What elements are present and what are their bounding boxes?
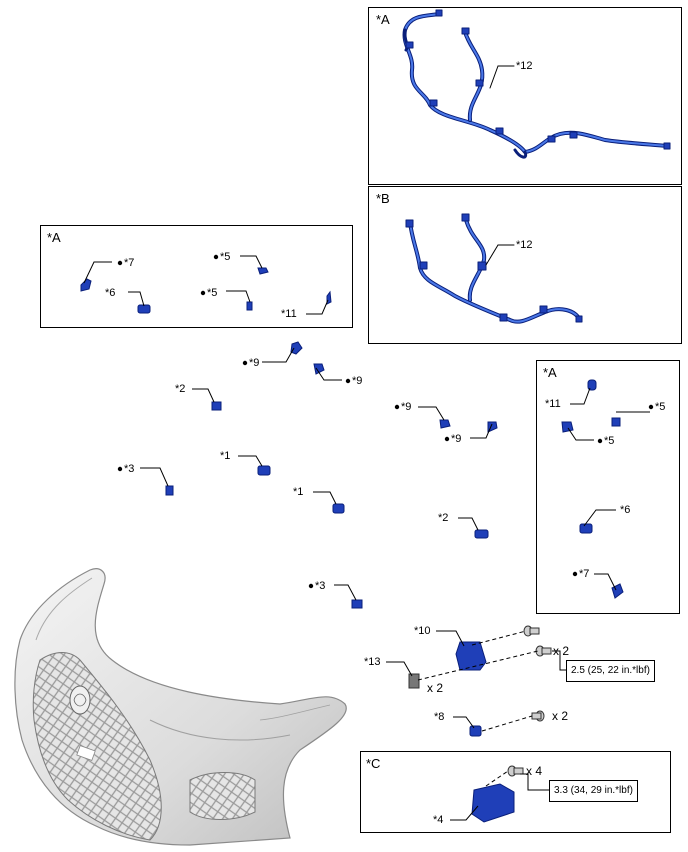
wire-harness-b: [405, 213, 583, 324]
part-label-3-a: *3: [124, 463, 135, 475]
part-label-12-top: *12: [516, 60, 533, 72]
part-label-5-left-a: *5: [220, 251, 231, 263]
torque-spec-2: 3.3 (34, 29 in.*lbf): [549, 780, 638, 802]
part-label-9-d: *9: [451, 433, 462, 445]
quantity-bolt-4: x 4: [526, 764, 543, 778]
part-label-2-a: *2: [175, 383, 186, 395]
part-label-5-right-b: *5: [604, 435, 615, 447]
part-label-7-right: *7: [579, 568, 590, 580]
box-a-left-label: *A: [47, 230, 61, 245]
box-a-top: [368, 7, 682, 185]
part-label-9-a: *9: [249, 357, 260, 369]
part-label-5-right-a: *5: [655, 401, 666, 413]
part-label-13: *13: [364, 656, 381, 668]
part-label-3-b: *3: [315, 580, 326, 592]
part-label-4: *4: [433, 814, 444, 826]
part-label-5-left-b: *5: [207, 287, 218, 299]
part-label-6-left: *6: [105, 287, 116, 299]
part-label-9-b: *9: [352, 375, 363, 387]
leader-lines: [83, 255, 650, 821]
part-label-11-left: *11: [281, 308, 297, 320]
part-label-2-b: *2: [438, 512, 449, 524]
box-c-label: *C: [366, 756, 381, 771]
box-a-right-label: *A: [543, 365, 557, 380]
part-label-12-mid: *12: [516, 239, 533, 251]
box-b-label: *B: [376, 191, 390, 206]
box-a-left: [40, 225, 353, 328]
part-label-1-a: *1: [220, 450, 231, 462]
bolts: [507, 625, 552, 777]
box-a-right: [536, 360, 680, 614]
box-c: [360, 751, 671, 833]
part-label-1-b: *1: [293, 486, 304, 498]
quantity-bolt-10: x 2: [553, 644, 570, 658]
wire-harness-a: [402, 9, 671, 159]
bullet-markers: [117, 254, 654, 589]
part-label-6-right: *6: [620, 504, 631, 516]
quantity-nut-13: x 2: [427, 681, 444, 695]
quantity-bolt-8: x 2: [552, 709, 569, 723]
box-b: [368, 186, 682, 344]
part-label-8: *8: [434, 711, 445, 723]
torque-spec-1: 2.5 (25, 22 in.*lbf): [566, 660, 655, 682]
box-a-top-label: *A: [376, 12, 390, 27]
part-label-9-c: *9: [401, 401, 412, 413]
part-label-7-left: *7: [124, 257, 135, 269]
small-parts: [80, 267, 624, 823]
front-bumper-illustration: [14, 568, 347, 846]
part-label-11-right: *11: [545, 398, 561, 410]
assembly-lines: [417, 630, 539, 787]
part-label-10: *10: [414, 625, 431, 637]
